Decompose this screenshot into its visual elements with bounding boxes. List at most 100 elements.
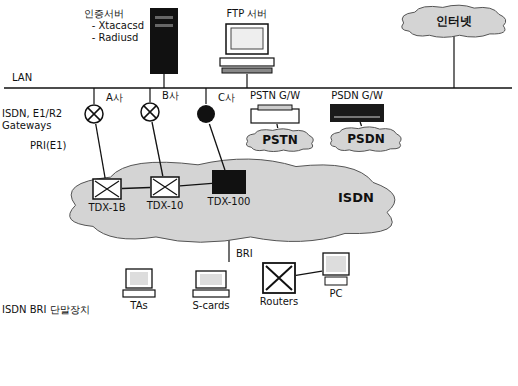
auth-server-shape xyxy=(150,8,178,74)
lan-drop xyxy=(163,74,164,88)
switch-box xyxy=(93,179,121,199)
pc-icon: PC xyxy=(322,252,350,286)
monitor xyxy=(323,253,349,275)
cloud-outline xyxy=(331,127,402,152)
gateway-symbol xyxy=(85,105,103,123)
cloud-outline xyxy=(246,129,313,152)
switch-box xyxy=(151,177,179,197)
link-line xyxy=(296,271,322,275)
pstn-cloud: PSTN xyxy=(244,128,316,152)
router-cross xyxy=(266,266,292,290)
node-label: PSDN G/W xyxy=(331,90,383,102)
node-label: - Radiusd xyxy=(84,32,144,44)
node-label: - Xtacacsd xyxy=(84,20,144,32)
keyboard xyxy=(123,290,155,297)
link-line xyxy=(360,122,361,126)
base-unit xyxy=(220,58,274,66)
router-box xyxy=(263,263,295,293)
exchange-switch: TDX-100 xyxy=(212,170,246,194)
gateway-cross xyxy=(88,108,101,121)
node-label: TDX-100 xyxy=(208,196,251,208)
lan-drop xyxy=(93,88,94,104)
isdn-cloud: ISDNTDX-1BTDX-10TDX-100 xyxy=(58,156,408,244)
s-card-pc: S-cards xyxy=(192,270,230,298)
monitor xyxy=(196,271,226,288)
cloud-outline xyxy=(70,159,395,242)
node-label: PC xyxy=(329,288,342,300)
group-label: ISDN, E1/R2 Gateways xyxy=(2,108,74,132)
gateway-cross xyxy=(144,106,157,119)
node-label: ISDN xyxy=(338,190,374,205)
drive-slot xyxy=(155,16,173,19)
gateway-box xyxy=(330,104,384,122)
lan-drop xyxy=(453,36,454,88)
auth-server: 인증서버- Xtacacsd- Radiusd xyxy=(150,8,178,74)
router-box: Routers xyxy=(262,262,296,294)
link-line xyxy=(96,124,105,178)
psdn-gateway-shape xyxy=(330,104,384,122)
gateway-symbol xyxy=(141,103,159,121)
link-label: BRI xyxy=(236,248,253,260)
node-label: TAs xyxy=(130,300,147,312)
switch-cross xyxy=(95,181,119,197)
pstn-gateway-shape xyxy=(250,104,300,124)
node-label: PSTN G/W xyxy=(250,90,300,102)
node-label: B사 xyxy=(162,90,179,102)
node-label: TDX-10 xyxy=(147,200,184,212)
gateway-stripe xyxy=(334,116,380,118)
monitor xyxy=(226,24,268,54)
router-box-shape xyxy=(262,262,296,294)
gateway-circle-shape xyxy=(140,102,160,122)
internet-cloud: 인터넷 xyxy=(398,4,510,38)
terminal-adapter: TAs xyxy=(122,268,156,298)
node-label: Routers xyxy=(260,296,298,308)
node-label: PSDN xyxy=(347,132,384,146)
node-label: TDX-1B xyxy=(89,202,126,214)
psdn-cloud: PSDN xyxy=(328,126,404,152)
server-tower xyxy=(150,8,178,74)
keyboard xyxy=(193,290,229,297)
gateway-circle: C사 xyxy=(196,104,216,124)
terminal-adapter-shape xyxy=(122,268,156,298)
screen xyxy=(200,274,222,285)
exchange-switch-shape xyxy=(92,178,122,200)
exchange-switch-shape xyxy=(212,170,246,194)
gateway-top xyxy=(258,105,292,110)
switch-cross xyxy=(153,179,177,195)
gateway-symbol xyxy=(197,105,215,123)
drive-slot xyxy=(155,24,173,27)
network-label: LAN xyxy=(12,72,32,84)
gateway-box xyxy=(251,109,299,123)
exchange-switch-shape xyxy=(150,176,180,198)
pstn-gateway: PSTN G/W xyxy=(250,104,300,124)
screen xyxy=(326,256,346,272)
node-label: PSTN xyxy=(262,133,298,147)
keyboard xyxy=(222,68,272,73)
s-card-pc-shape xyxy=(192,270,230,298)
gateway-circle-shape xyxy=(84,104,104,124)
lan-drop xyxy=(149,88,150,102)
ftp-server: FTP 서버 xyxy=(218,22,276,74)
gateway-circle: A사 xyxy=(84,104,104,124)
lan-bus xyxy=(4,87,512,89)
ftp-server-shape xyxy=(218,22,276,74)
lan-drop xyxy=(205,88,206,104)
exchange-switch: TDX-10 xyxy=(150,176,180,198)
gateway-circle-shape xyxy=(196,104,216,124)
switch-box xyxy=(212,170,246,194)
node-label: C사 xyxy=(218,92,235,104)
node-label: S-cards xyxy=(192,300,229,312)
gateway-circle: B사 xyxy=(140,102,160,122)
node-label: FTP 서버 xyxy=(227,8,268,20)
pc-icon-shape xyxy=(322,252,350,286)
node-label: A사 xyxy=(106,92,123,104)
lan-drop xyxy=(246,74,247,88)
link-line xyxy=(276,124,278,128)
node-label: 인터넷 xyxy=(436,14,472,28)
exchange-switch: TDX-1B xyxy=(92,178,122,200)
psdn-gateway: PSDN G/W xyxy=(330,104,384,122)
screen xyxy=(231,28,263,49)
group-label: ISDN BRI 단말장치 xyxy=(2,304,90,316)
link-label: PRI(E1) xyxy=(30,140,66,152)
